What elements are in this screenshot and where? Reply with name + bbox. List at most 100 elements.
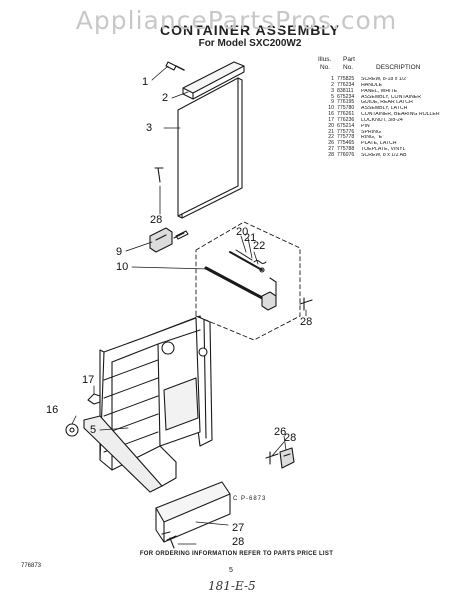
parts-part-no: 776236 xyxy=(337,116,355,123)
parts-illus-no: 1 xyxy=(331,76,334,82)
callout-3: 3 xyxy=(146,122,153,134)
panel-part-3 xyxy=(177,77,243,219)
parts-part-no: 675214 xyxy=(337,122,355,129)
parts-illus-no: 5 xyxy=(331,93,334,100)
parts-part-no: 775776 xyxy=(337,128,355,135)
parts-part-no: 775825 xyxy=(337,76,355,82)
callout-28-lower: 28 xyxy=(284,432,297,444)
parts-illus-no: 17 xyxy=(328,116,334,123)
callout-26: 26 xyxy=(274,426,287,438)
screw-upper-28 xyxy=(154,167,164,183)
parts-part-no: 776261 xyxy=(337,111,355,118)
callout-5: 5 xyxy=(90,424,97,436)
callout-1: 1 xyxy=(142,76,149,88)
screw-lower-28 xyxy=(265,451,279,465)
parts-illus-no: 9 xyxy=(331,99,334,106)
parts-illus-no: 16 xyxy=(328,111,334,118)
parts-part-no: 776234 xyxy=(337,81,355,88)
container-part-5 xyxy=(83,315,213,493)
header-illus: Illus. xyxy=(318,56,332,63)
parts-part-no: 775780 xyxy=(337,105,355,112)
latch-assembly-box xyxy=(195,221,301,341)
parts-description: SCREW, 8 x 1/2 AB xyxy=(361,152,407,158)
parts-description: PLATE, LATCH xyxy=(361,141,397,147)
screw-part-1 xyxy=(165,61,185,71)
parts-description: CONTAINER, BEARING ROLLER xyxy=(361,112,440,118)
callout-16: 16 xyxy=(46,404,59,416)
leader-lines xyxy=(71,65,307,545)
callout-20: 20 xyxy=(236,226,249,238)
callout-28-right: 28 xyxy=(300,316,313,328)
callout-28-bottom: 28 xyxy=(232,536,245,548)
callout-28-upper: 28 xyxy=(150,214,163,226)
pin-spring-ring-parts xyxy=(229,249,267,273)
parts-illus-no: 2 xyxy=(331,81,334,88)
parts-illus-no: 10 xyxy=(328,105,334,112)
cp-reference: C P-6873 xyxy=(233,496,267,502)
parts-illus-no: 28 xyxy=(328,151,334,158)
callout-2: 2 xyxy=(162,92,169,104)
page-title: CONTAINER ASSEMBLY xyxy=(159,22,341,38)
parts-part-no: 838111 xyxy=(337,87,354,94)
callout-9: 9 xyxy=(116,246,123,258)
parts-part-no: 776195 xyxy=(337,99,355,106)
callout-22: 22 xyxy=(253,240,266,252)
parts-description: SPRING xyxy=(361,129,381,135)
latch-rod-part-10 xyxy=(204,266,277,311)
parts-illus-no: 3 xyxy=(331,87,334,94)
parts-description: PIN xyxy=(361,123,370,129)
callout-10: 10 xyxy=(116,261,129,273)
parts-description: HANDLE xyxy=(361,82,383,88)
document-number: 776873 xyxy=(21,563,42,569)
parts-part-no: 776076 xyxy=(337,151,355,158)
screw-bottom-28 xyxy=(166,535,177,549)
locknut-part-17 xyxy=(87,393,101,405)
callout-21: 21 xyxy=(244,232,257,244)
callout-27: 27 xyxy=(232,522,245,534)
screw-right-28 xyxy=(299,297,313,311)
toeplate-part-27 xyxy=(155,481,231,543)
parts-description: GUIDE, REAR LATCH xyxy=(361,100,413,106)
parts-description: RING, "E" xyxy=(361,135,384,141)
ordering-info-footer: FOR ORDERING INFORMATION REFER TO PARTS … xyxy=(139,551,334,557)
parts-description: ASSEMBLY, LATCH xyxy=(361,106,408,112)
parts-illus-no: 22 xyxy=(328,134,334,141)
parts-illus-no: 26 xyxy=(328,140,334,147)
header-part: Part xyxy=(343,56,355,63)
callout-17: 17 xyxy=(82,374,95,386)
handwritten-note: 181-E-5 xyxy=(208,579,256,593)
parts-part-no: 775778 xyxy=(337,134,355,141)
parts-illus-no: 27 xyxy=(328,146,334,153)
page-number: 5 xyxy=(229,567,233,574)
handle-part-2 xyxy=(182,61,245,100)
rear-latch-guide-part-9 xyxy=(149,227,189,253)
parts-description: TOEPLATE, VINYL xyxy=(361,147,406,153)
page-subtitle: For Model SXC200W2 xyxy=(198,38,302,49)
parts-illus-no: 21 xyxy=(328,128,334,135)
parts-part-no: 675234 xyxy=(337,93,355,100)
parts-part-no: 775788 xyxy=(337,146,355,153)
header-no-2: No. xyxy=(343,64,354,71)
header-no-1: No. xyxy=(320,64,331,71)
header-description: DESCRIPTION xyxy=(376,64,421,71)
parts-description: ASSEMBLY, CONTAINER xyxy=(361,94,421,100)
parts-part-no: 775465 xyxy=(337,140,355,147)
latch-plate-part-26 xyxy=(279,447,295,469)
parts-description: PANEL, WHITE xyxy=(361,88,398,94)
